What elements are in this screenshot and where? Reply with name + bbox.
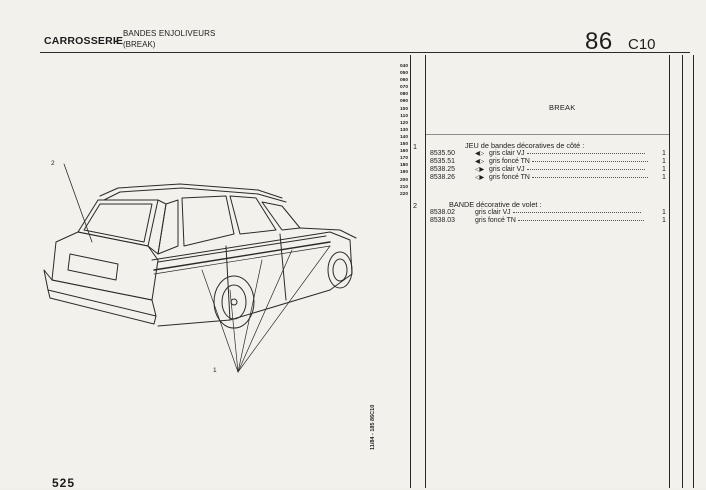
header-rule — [40, 52, 690, 54]
table-divider-number — [425, 55, 426, 488]
row-code: 040 — [399, 64, 408, 69]
car-illustration — [43, 163, 357, 373]
page-number: 86 — [585, 28, 613, 55]
part-qty: 1 — [662, 158, 666, 165]
row-code: 150 — [399, 142, 408, 148]
table-divider-qty — [669, 55, 670, 488]
table-row: 8535.50 ◀▷ gris clair VJ — [430, 150, 645, 157]
part-label: gris foncé TN — [489, 174, 530, 181]
part-ref: 8538.25 — [430, 166, 455, 173]
part-qty: 1 — [662, 217, 666, 224]
row-code: 120 — [399, 120, 408, 126]
part-ref: 8538.02 — [430, 209, 455, 216]
row-code: 190 — [399, 170, 408, 176]
part-qty: 1 — [662, 174, 666, 181]
table-row: 8538.03 gris foncé TN — [430, 217, 644, 224]
table-divider-right-1 — [682, 55, 683, 488]
side-symbol: ◁▶ — [475, 175, 485, 181]
subtitle-line-1: BANDES ENJOLIVEURS — [123, 29, 216, 38]
row-code: 050 — [399, 71, 408, 77]
row-code: 140 — [399, 134, 408, 140]
subtitle-line-2: (BREAK) — [123, 40, 156, 49]
row-code: 210 — [399, 184, 408, 190]
row-code: 110 — [400, 113, 408, 119]
row-code: 170 — [399, 156, 408, 162]
title-separator: - — [114, 35, 118, 47]
table-row: 8538.26 ◁▶ gris foncé TN — [430, 174, 648, 181]
row-code: 100 — [399, 106, 408, 112]
table-divider-left — [410, 55, 411, 488]
column-heading: BREAK — [549, 103, 576, 112]
part-label: gris foncé TN — [489, 158, 530, 165]
row-code: 130 — [399, 127, 408, 133]
part-ref: 8538.26 — [430, 174, 455, 181]
part-qty: 1 — [662, 209, 666, 216]
side-symbol: ◀▷ — [475, 151, 485, 157]
table-row: 8535.51 ◀▷ gris foncé TN — [430, 158, 648, 165]
part-qty: 1 — [662, 166, 666, 173]
part-label: gris clair VJ — [489, 166, 525, 173]
row-code: 080 — [399, 92, 408, 98]
table-header-rule — [425, 134, 669, 135]
group-title: BANDE décorative de volet : — [449, 200, 542, 209]
row-code: 060 — [399, 78, 408, 84]
side-symbol: ◀▷ — [475, 159, 485, 165]
part-ref: 8538.03 — [430, 217, 455, 224]
table-divider-right-2 — [693, 55, 694, 488]
table-row: 8538.02 gris clair VJ — [430, 209, 641, 216]
row-code: 090 — [399, 99, 408, 105]
part-qty: 1 — [662, 150, 666, 157]
group-number: 2 — [413, 201, 417, 210]
callout-label: 1 — [213, 367, 217, 374]
part-ref: 8535.50 — [430, 150, 455, 157]
row-code: 180 — [399, 163, 408, 169]
part-ref: 8535.51 — [430, 158, 455, 165]
part-label: gris clair VJ — [475, 209, 511, 216]
footer-page-label: 525 — [52, 476, 76, 490]
group-title: JEU de bandes décoratives de côté : — [465, 141, 585, 150]
row-code: 200 — [399, 177, 408, 183]
part-label: gris clair VJ — [489, 150, 525, 157]
section-title: CARROSSERIE — [44, 35, 124, 47]
group-number: 1 — [413, 142, 417, 151]
callout-label: 2 — [51, 160, 55, 167]
part-label: gris foncé TN — [475, 217, 516, 224]
page-code: C10 — [628, 36, 656, 53]
row-code: 070 — [399, 85, 408, 91]
row-code: 220 — [399, 191, 408, 197]
side-stamp: 11/84 - 185 86C10 — [370, 404, 376, 450]
side-symbol: ◁▶ — [475, 167, 485, 173]
row-code: 160 — [399, 149, 408, 155]
table-row: 8538.25 ◁▶ gris clair VJ — [430, 166, 645, 173]
